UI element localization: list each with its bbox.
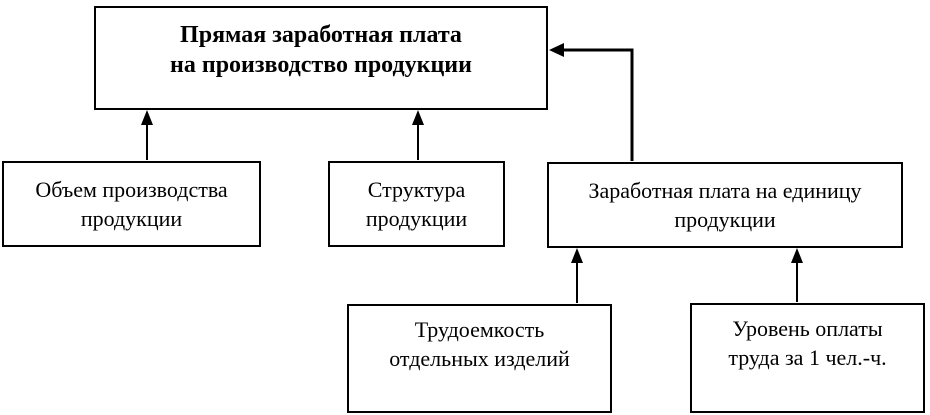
box-production-volume-label: Объем производства продукции	[35, 177, 228, 231]
box-pay-level-label: Уровень оплаты труда за 1 чел.-ч.	[728, 316, 887, 370]
box-product-structure-label: Структура продукции	[365, 177, 468, 231]
arrow-production-volume-to-direct-wages	[141, 110, 153, 160]
arrow-labor-intensity-to-wage-per-unit	[571, 248, 583, 303]
box-direct-wages: Прямая заработная плата на производство …	[94, 6, 548, 110]
box-wage-per-unit-label: Заработная плата на единицу продукции	[588, 178, 862, 232]
box-labor-intensity-label: Трудоемкость отдельных изделий	[389, 317, 570, 371]
box-wage-per-unit: Заработная плата на единицу продукции	[547, 162, 903, 248]
arrow-pay-level-to-wage-per-unit	[791, 248, 803, 302]
box-pay-level: Уровень оплаты труда за 1 чел.-ч.	[690, 303, 925, 413]
arrow-product-structure-to-direct-wages	[412, 110, 424, 160]
box-production-volume: Объем производства продукции	[2, 161, 261, 247]
box-labor-intensity: Трудоемкость отдельных изделий	[347, 304, 612, 413]
arrow-wage-per-unit-to-direct-wages	[549, 43, 634, 161]
box-product-structure: Структура продукции	[328, 161, 505, 247]
box-direct-wages-label: Прямая заработная плата на производство …	[170, 22, 472, 78]
